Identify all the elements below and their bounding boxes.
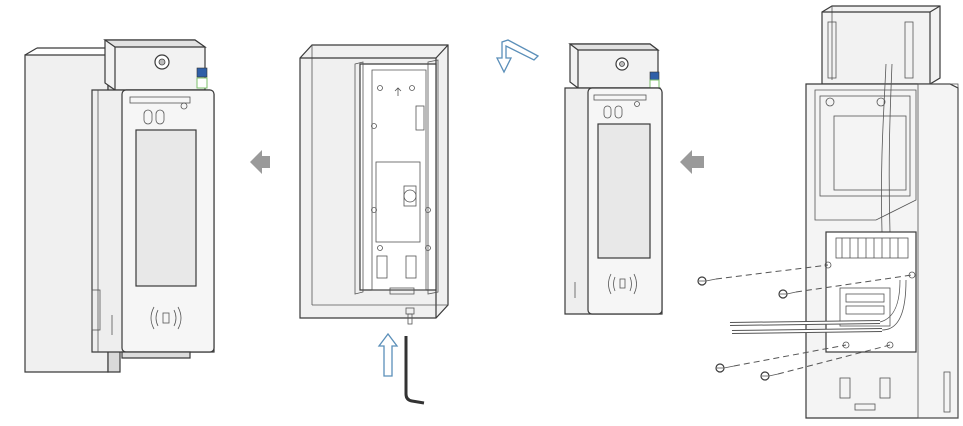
heat-sink (835, 237, 909, 259)
latch-slot (415, 105, 425, 131)
up-direction-arrow-icon (377, 332, 399, 377)
hex-key-icon (404, 336, 425, 405)
status-led-blue (196, 67, 208, 78)
screw-1-icon (697, 264, 829, 286)
step-arrow-2-icon (680, 150, 704, 174)
status-led-green (196, 77, 208, 89)
cable-opening (375, 161, 421, 243)
wall-box-with-bracket (299, 44, 449, 319)
display-screen (135, 129, 197, 287)
screw-4-icon (760, 344, 891, 381)
sensor-left-icon (143, 109, 153, 125)
mounted-door-station (24, 39, 215, 373)
bottom-screw-icon (405, 307, 415, 325)
screw-2-icon (778, 274, 913, 299)
step-arrow-1-icon (250, 150, 270, 174)
sensor-center-icon (614, 105, 623, 119)
nfc-reader-icon (608, 273, 637, 295)
rear-bracket (825, 231, 917, 353)
display-screen (597, 123, 651, 259)
up-arrow-mark-icon (394, 87, 402, 96)
camera-housing-rear (821, 5, 941, 85)
mounting-bracket (359, 63, 437, 291)
speaker-slot (129, 96, 191, 104)
nfc-reader-icon (150, 306, 182, 330)
sensor-left-icon (603, 105, 612, 119)
terminal-block (839, 287, 891, 327)
rear-view-wiring (729, 5, 959, 419)
speaker-slot (593, 94, 647, 101)
screw-3-icon (715, 344, 847, 373)
status-led-blue (649, 71, 660, 81)
door-station-unit (564, 43, 663, 315)
hook-direction-arrow-icon (495, 39, 540, 74)
sensor-center-icon (155, 109, 165, 125)
